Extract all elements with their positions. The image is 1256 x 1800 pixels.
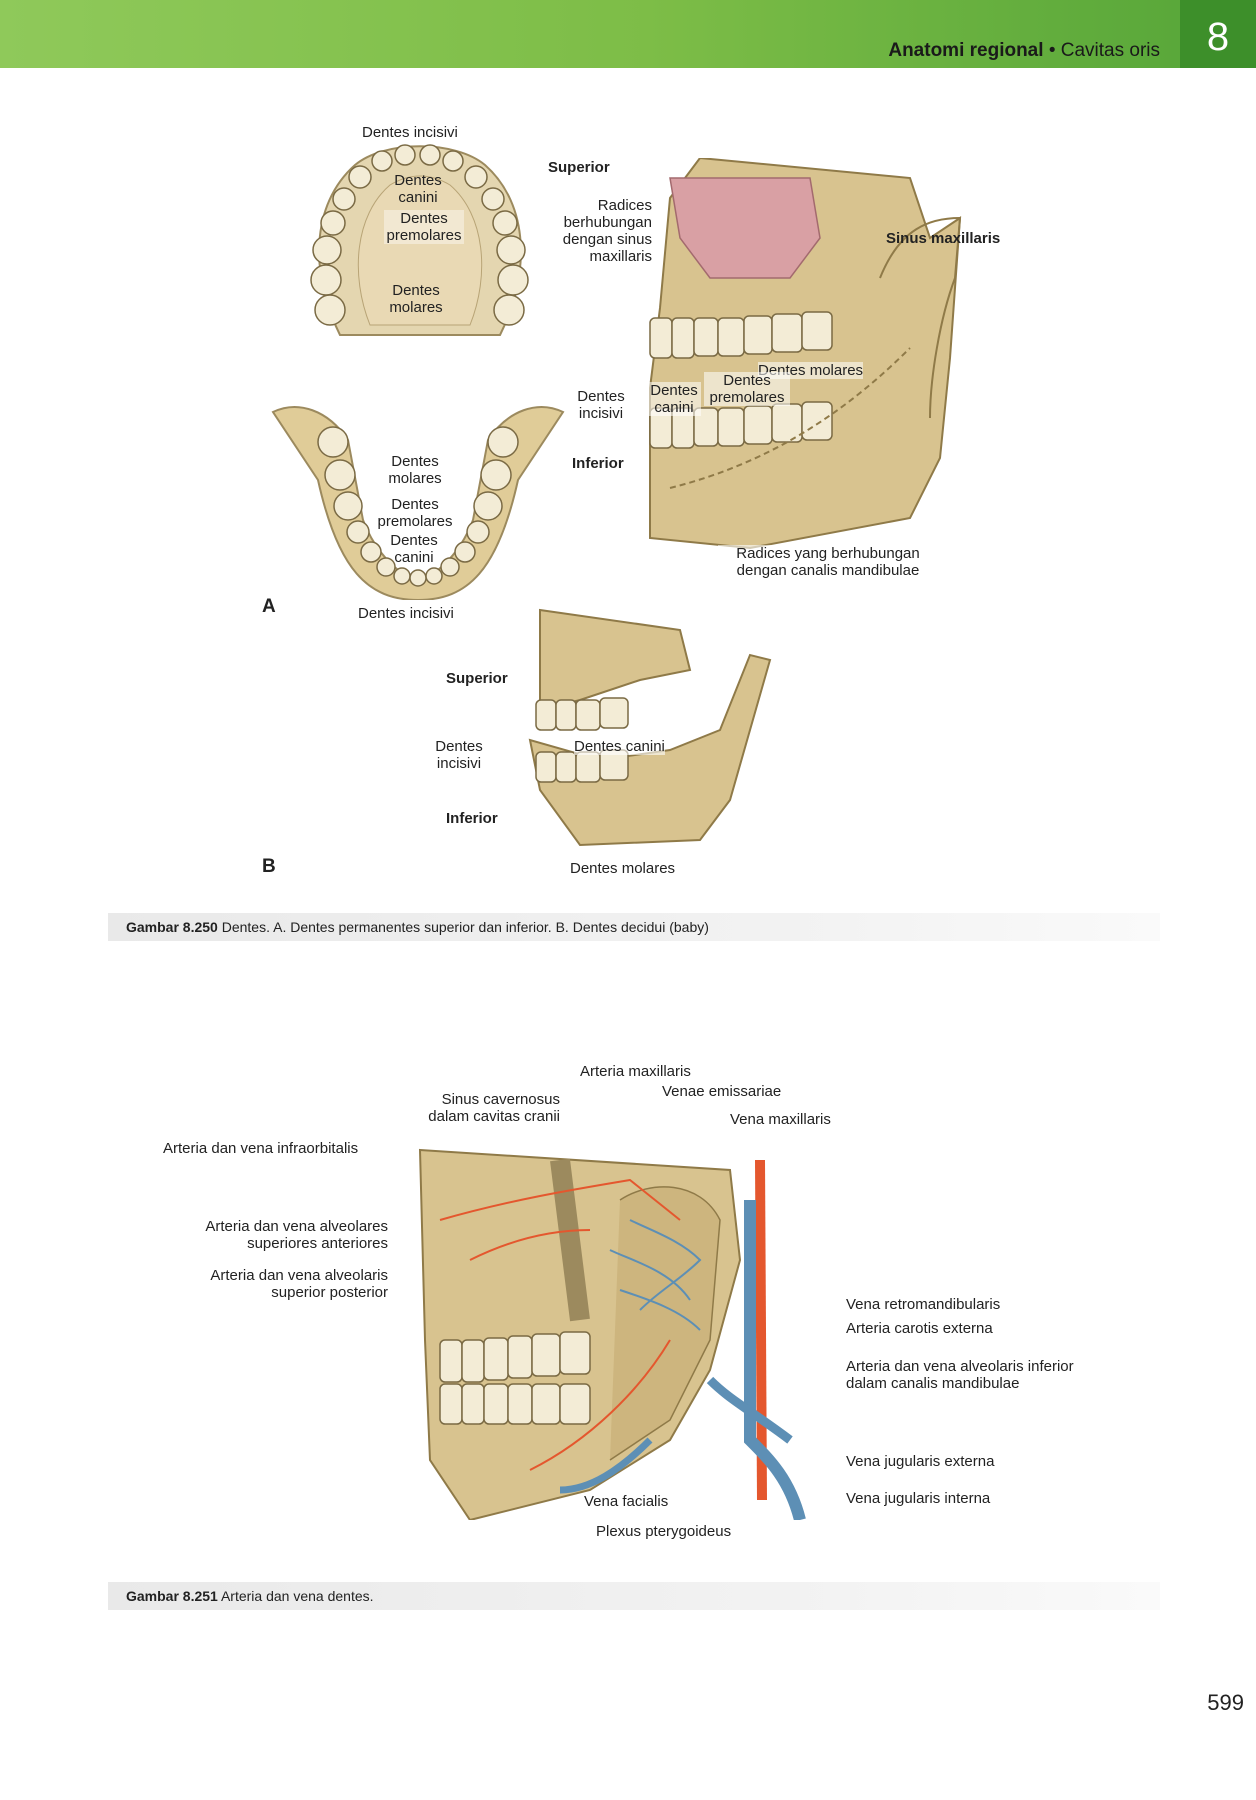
header-section: Anatomi regional — [888, 40, 1044, 61]
baby-incisivi-label: Dentes incisivi — [435, 738, 483, 772]
lateral-canini-label: Dentes canini — [647, 382, 701, 416]
caption-text: Dentes. A. Dentes permanentes superior d… — [221, 919, 709, 935]
panel-b-label: B — [262, 856, 276, 877]
vena-maxillaris-label: Vena maxillaris — [730, 1111, 831, 1128]
sinus-maxillaris-label: Sinus maxillaris — [886, 230, 1001, 247]
upper-incisivi-label: Dentes incisivi — [362, 124, 458, 141]
radices-canalis-label: Radices yang berhubungan dengan canalis … — [718, 545, 938, 579]
arteria-carotis-externa-label: Arteria carotis externa — [846, 1320, 993, 1337]
vena-jugularis-externa-label: Vena jugularis externa — [846, 1453, 995, 1470]
header-topic: Cavitas oris — [1060, 40, 1160, 61]
vena-retromandibularis-label: Vena retromandibularis — [846, 1296, 1001, 1313]
venae-emissariae-label: Venae emissariae — [662, 1083, 782, 1100]
lower-premolares-label: Dentes premolares — [377, 496, 453, 530]
lateral-incisivi-label: Dentes incisivi — [577, 388, 625, 422]
caption-number: Gambar 8.251 — [126, 1588, 218, 1604]
lateral-skull-deciduous-teeth-illustration — [528, 608, 772, 847]
upper-canini-label: Dentes canini — [394, 172, 442, 206]
running-header: Anatomi regional • Cavitas oris — [888, 40, 1160, 62]
alveolaris-inferior-label: Arteria dan vena alveolaris inferior dal… — [846, 1358, 1074, 1392]
chapter-number: 8 — [1180, 0, 1256, 68]
baby-molares-label: Dentes molares — [570, 860, 676, 877]
panel-a-label: A — [262, 596, 276, 617]
lateral-skull-permanent-teeth-illustration — [649, 158, 962, 550]
figure-caption-8-251: Gambar 8.251 Arteria dan vena dentes. — [108, 1582, 1160, 1610]
header-separator: • — [1048, 40, 1056, 61]
baby-inferior-label: Inferior — [446, 810, 498, 827]
lateral-inferior-label: Inferior — [572, 455, 624, 472]
lower-dental-arch-illustration — [271, 406, 565, 600]
lower-molares-label: Dentes molares — [388, 453, 442, 487]
header-band — [0, 0, 1180, 68]
upper-molares-label: Dentes molares — [389, 282, 443, 316]
vena-jugularis-interna-label: Vena jugularis interna — [846, 1490, 991, 1507]
arteria-maxillaris-label: Arteria maxillaris — [580, 1063, 691, 1080]
page-number: 599 — [1207, 1690, 1244, 1715]
lateral-superior-label: Superior — [548, 159, 610, 176]
upper-premolares-label: Dentes premolares — [384, 210, 464, 244]
lower-canini-label: Dentes canini — [390, 532, 438, 566]
plexus-pterygoideus-label: Plexus pterygoideus — [596, 1523, 732, 1540]
alveolaris-superior-posterior-label: Arteria dan vena alveolaris superior pos… — [210, 1267, 388, 1301]
figure-caption-8-250: Gambar 8.250 Dentes. A. Dentes permanent… — [108, 913, 1160, 941]
infraorbitalis-label: Arteria dan vena infraorbitalis — [163, 1140, 359, 1157]
upper-dental-arch-illustration — [310, 144, 529, 336]
vena-facialis-label: Vena facialis — [584, 1493, 669, 1510]
sinus-cavernosus-label: Sinus cavernosus dalam cavitas cranii — [428, 1091, 560, 1125]
baby-canini-label: Dentes canini — [574, 738, 665, 755]
lateral-premolares-label: Dentes premolares — [704, 372, 790, 406]
baby-superior-label: Superior — [446, 670, 508, 687]
lower-incisivi-label: Dentes incisivi — [358, 605, 454, 622]
caption-number: Gambar 8.250 — [126, 919, 218, 935]
radices-sinus-label: Radices berhubungan dengan sinus maxilla… — [562, 197, 652, 265]
caption-text: Arteria dan vena dentes. — [220, 1588, 374, 1604]
alveolares-superiores-anteriores-label: Arteria dan vena alveolares superiores a… — [205, 1218, 388, 1252]
teeth-arteries-veins-illustration — [418, 1148, 806, 1520]
